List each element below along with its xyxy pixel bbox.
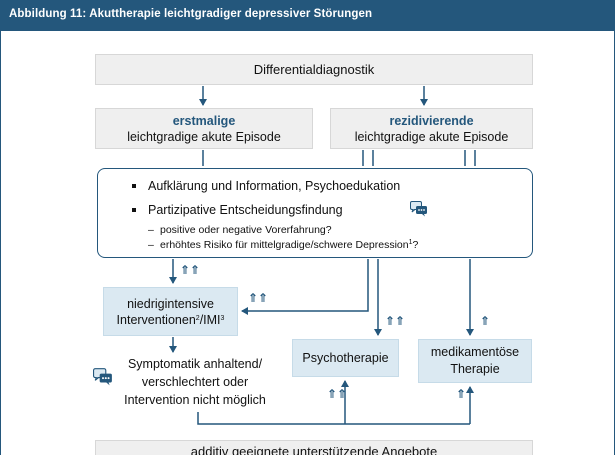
low-intensity-line2: Interventionen2/IMI3 — [117, 312, 225, 328]
low-intensity-interventions: Interventionen — [116, 312, 196, 327]
low-intensity-imi: /IMI — [199, 312, 221, 327]
symptom-persistence-text: Symptomatik anhaltend/ verschlechtert od… — [115, 355, 275, 409]
differential-diagnosis-label: Differentialdiagnostik — [253, 62, 375, 77]
psychotherapy-label: Psychotherapie — [302, 351, 389, 365]
dash-mark: – — [148, 239, 154, 251]
figure-header: Abbildung 11: Akuttherapie leichtgradige… — [0, 0, 615, 31]
first-episode-title: erstmalige — [172, 113, 236, 128]
supportive-offers-label: additiv geeignete unterstützende Angebot… — [190, 444, 438, 455]
symptom-line3: Intervention nicht möglich — [124, 393, 266, 407]
strong-recommendation-mark: ⇑⇑ — [327, 387, 348, 401]
figure-title: Abbildung 11: Akuttherapie leichtgradige… — [9, 8, 373, 20]
first-episode-box: erstmalige leichtgradige akute Episode — [95, 108, 313, 149]
symptom-line2: verschlechtert oder — [141, 375, 249, 389]
information-box: Aufklärung und Information, Psychoedukat… — [97, 168, 533, 258]
sub-prior-experience: – positive oder negative Vorerfahrung? — [148, 224, 332, 236]
recurrent-episode-title: rezidivierende — [389, 113, 474, 128]
psychotherapy-box: Psychotherapie — [292, 339, 399, 377]
weak-recommendation-mark: ⇑ — [480, 314, 491, 328]
strong-recommendation-mark: ⇑⇑ — [385, 314, 406, 328]
speech-bubbles-icon — [410, 201, 427, 217]
weak-recommendation-mark: ⇑ — [456, 387, 467, 401]
supportive-offers-box: additiv geeignete unterstützende Angebot… — [95, 440, 533, 455]
sub-risk-end: ? — [412, 239, 419, 251]
bullet-participation: Partizipative Entscheidungsfindung — [132, 201, 427, 217]
symptom-line1: Symptomatik anhaltend/ — [127, 357, 263, 371]
first-episode-text: leichtgradige akute Episode — [127, 129, 281, 144]
bullet-dot — [132, 208, 136, 212]
strong-recommendation-mark: ⇑⇑ — [180, 263, 201, 277]
medication-line2: Therapie — [450, 362, 500, 376]
bullet-information: Aufklärung und Information, Psychoedukat… — [132, 179, 401, 193]
low-intensity-line1: niedrigintensive — [127, 296, 214, 311]
footnote-3: 3 — [220, 314, 225, 322]
recurrent-episode-box: rezidivierende leichtgradige akute Episo… — [330, 108, 533, 149]
medication-box: medikamentöse Therapie — [418, 339, 532, 383]
bullet-dot — [132, 184, 136, 188]
dash-mark: – — [148, 224, 154, 236]
differential-diagnosis-box: Differentialdiagnostik — [95, 54, 533, 85]
recurrent-episode-text: leichtgradige akute Episode — [354, 129, 509, 144]
sub-risk-text: erhöhtes Risiko für mittelgradige/schwer… — [160, 239, 409, 251]
bullet-participation-text: Partizipative Entscheidungsfindung — [148, 203, 343, 217]
medication-line1: medikamentöse — [430, 345, 520, 359]
sub-prior-experience-text: positive oder negative Vorerfahrung? — [160, 224, 332, 236]
sub-risk: – erhöhtes Risiko für mittelgradige/schw… — [148, 239, 419, 251]
strong-recommendation-mark: ⇑⇑ — [248, 291, 269, 305]
bullet-information-text: Aufklärung und Information, Psychoedukat… — [148, 179, 401, 193]
speech-bubbles-icon — [93, 368, 112, 386]
footnote-1: 1 — [408, 239, 413, 246]
low-intensity-box: niedrigintensive Interventionen2/IMI3 — [103, 287, 238, 336]
footnote-2: 2 — [195, 314, 200, 322]
